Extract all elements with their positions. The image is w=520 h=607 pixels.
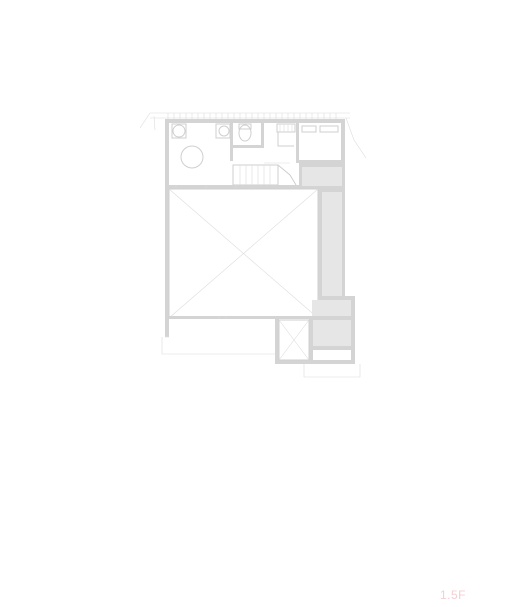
bathroom-fixtures [171,123,339,169]
exterior-walls [165,119,345,189]
stair [232,162,297,186]
open-void [161,188,319,355]
lower-right-block [275,296,361,378]
roof-eave-hatch [139,112,367,159]
right-wall-band [299,164,345,297]
void-top-edge [165,185,300,189]
floor-level-label: 1.5F [440,588,467,602]
